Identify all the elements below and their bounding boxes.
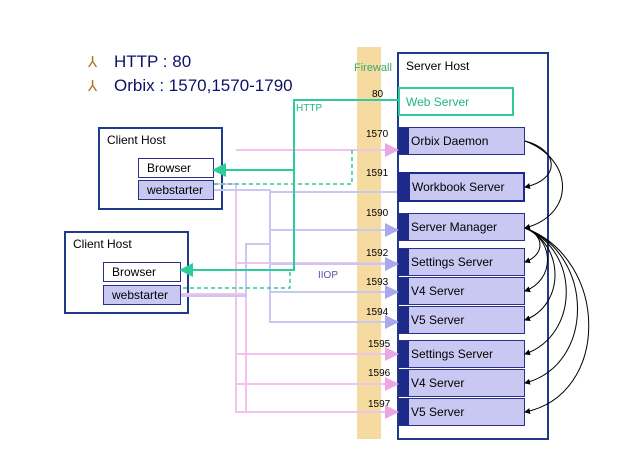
webstarter-2-label: webstarter bbox=[112, 288, 169, 302]
arc-v4-2 bbox=[524, 227, 578, 385]
port-marker bbox=[399, 214, 409, 240]
iiop-label: IIOP bbox=[318, 270, 339, 281]
server-manager-box: Server Manager bbox=[398, 213, 525, 241]
settings-server-1-label: Settings Server bbox=[411, 255, 494, 269]
legend-orbix: ⅄ Orbix : 1570,1570-1790 bbox=[88, 76, 293, 96]
arc-v5-2 bbox=[524, 227, 590, 414]
v5-server-1-box: V5 Server bbox=[398, 306, 525, 334]
legend-http-text: HTTP : 80 bbox=[114, 52, 192, 71]
port-1593: 1593 bbox=[366, 277, 389, 288]
webstarter-2-box: webstarter bbox=[103, 285, 181, 305]
webstarter-1-box: webstarter bbox=[138, 180, 214, 200]
pink-link-1 bbox=[214, 183, 399, 419]
v5-server-1-label: V5 Server bbox=[411, 313, 465, 327]
browser-2-label: Browser bbox=[112, 265, 157, 279]
port-marker bbox=[399, 249, 409, 275]
v4-server-2-box: V4 Server bbox=[398, 369, 525, 397]
legend-http: ⅄ HTTP : 80 bbox=[88, 52, 191, 72]
arc-daemon-manager bbox=[524, 140, 563, 230]
web-server-label: Web Server bbox=[406, 94, 470, 109]
port-1592: 1592 bbox=[366, 248, 389, 259]
server-manager-label: Server Manager bbox=[411, 220, 498, 234]
arc-settings-2 bbox=[524, 227, 567, 356]
port-marker bbox=[399, 399, 409, 425]
browser-1-label: Browser bbox=[147, 161, 192, 175]
browser-1-box: Browser bbox=[138, 158, 214, 178]
http-label: HTTP bbox=[296, 103, 323, 114]
web-server-box: Web Server bbox=[398, 87, 514, 116]
port-marker bbox=[400, 174, 410, 200]
settings-server-2-box: Settings Server bbox=[398, 340, 525, 368]
http-dashed-2 bbox=[181, 272, 291, 289]
port-1595: 1595 bbox=[368, 339, 391, 350]
legend-orbix-text: Orbix : 1570,1570-1790 bbox=[114, 76, 293, 95]
client-host-2-title: Client Host bbox=[73, 237, 132, 251]
port-1594: 1594 bbox=[366, 307, 389, 318]
port-marker bbox=[399, 307, 409, 333]
firewall-label: Firewall bbox=[354, 62, 392, 74]
port-marker bbox=[399, 128, 409, 154]
port-marker bbox=[399, 341, 409, 367]
v4-server-1-box: V4 Server bbox=[398, 277, 525, 305]
port-1596: 1596 bbox=[368, 368, 391, 379]
port-marker bbox=[399, 370, 409, 396]
port-1597: 1597 bbox=[368, 399, 391, 410]
port-1590: 1590 bbox=[366, 208, 389, 219]
server-host-title: Server Host bbox=[406, 59, 470, 73]
http-link-1 bbox=[212, 99, 398, 177]
v4-server-2-label: V4 Server bbox=[411, 376, 465, 390]
port-1570: 1570 bbox=[366, 129, 389, 140]
orbix-daemon-box: Orbix Daemon bbox=[398, 127, 525, 155]
v5-server-2-box: V5 Server bbox=[398, 398, 525, 426]
webstarter-1-label: webstarter bbox=[147, 183, 204, 197]
workbook-server-box: Workbook Server bbox=[398, 172, 525, 202]
pink-links bbox=[181, 143, 399, 419]
http-dashed-1 bbox=[214, 150, 353, 185]
iiop-link-1 bbox=[214, 189, 399, 329]
client-host-1-title: Client Host bbox=[107, 133, 166, 147]
port-marker bbox=[399, 278, 409, 304]
manager-arcs bbox=[524, 140, 590, 414]
settings-server-2-label: Settings Server bbox=[411, 347, 494, 361]
v5-server-2-label: V5 Server bbox=[411, 405, 465, 419]
antenna-icon: ⅄ bbox=[88, 78, 98, 95]
port-1591: 1591 bbox=[366, 168, 389, 179]
arc-settings-1 bbox=[524, 227, 541, 264]
port-80: 80 bbox=[372, 89, 384, 100]
arc-v5-1 bbox=[524, 227, 556, 322]
v4-server-1-label: V4 Server bbox=[411, 284, 465, 298]
http-links bbox=[179, 99, 398, 277]
orbix-daemon-label: Orbix Daemon bbox=[411, 134, 489, 148]
settings-server-1-box: Settings Server bbox=[398, 248, 525, 276]
antenna-icon: ⅄ bbox=[88, 54, 98, 71]
workbook-server-label: Workbook Server bbox=[412, 180, 505, 194]
arc-daemon-workbook bbox=[524, 140, 552, 189]
firewall-band bbox=[357, 47, 381, 439]
http-dashed-links bbox=[181, 150, 353, 289]
http-link-2 bbox=[179, 170, 295, 277]
iiop-links bbox=[181, 189, 399, 329]
